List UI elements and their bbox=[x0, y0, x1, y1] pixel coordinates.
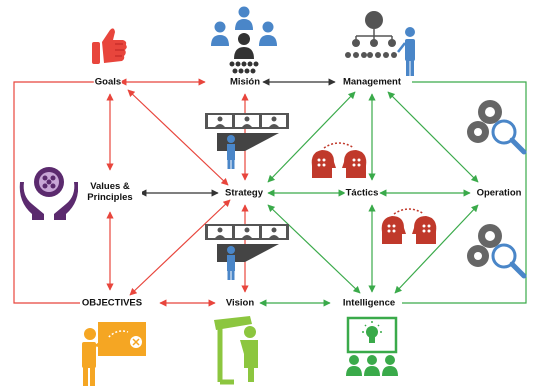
two-heads-thinking-icon bbox=[381, 208, 437, 244]
node-objectives: OBJECTIVES bbox=[80, 297, 144, 309]
telescope-person-icon bbox=[214, 316, 258, 385]
node-intelligence: Intelligence bbox=[341, 297, 397, 309]
idea-group-icon bbox=[346, 316, 398, 376]
gear-magnifier-icon bbox=[467, 100, 527, 155]
node-mision: Misión bbox=[228, 76, 262, 88]
green-connectors bbox=[259, 81, 527, 307]
node-vision: Vision bbox=[224, 297, 256, 309]
teacher-whiteboard-icon bbox=[82, 322, 146, 386]
node-goals: Goals bbox=[93, 76, 123, 88]
node-values-line2: Principles bbox=[87, 192, 133, 203]
thumbs-up-icon bbox=[92, 28, 127, 64]
presentation-board-icon bbox=[205, 113, 289, 169]
two-heads-thinking-icon bbox=[311, 142, 367, 178]
node-management: Management bbox=[341, 76, 403, 88]
presentation-board-icon bbox=[205, 224, 289, 280]
node-values-principles: Values & Principles bbox=[78, 181, 142, 203]
team-meeting-icon bbox=[211, 6, 277, 74]
node-operation: Operation bbox=[475, 187, 523, 199]
org-chart-presenter-icon bbox=[345, 11, 415, 76]
gear-magnifier-icon bbox=[467, 224, 527, 279]
hands-gear-icon bbox=[19, 167, 79, 220]
dark-connectors bbox=[139, 78, 336, 197]
node-tactics: Táctics bbox=[344, 187, 380, 199]
node-values-line1: Values & bbox=[90, 181, 130, 192]
node-strategy: Strategy bbox=[223, 187, 265, 199]
